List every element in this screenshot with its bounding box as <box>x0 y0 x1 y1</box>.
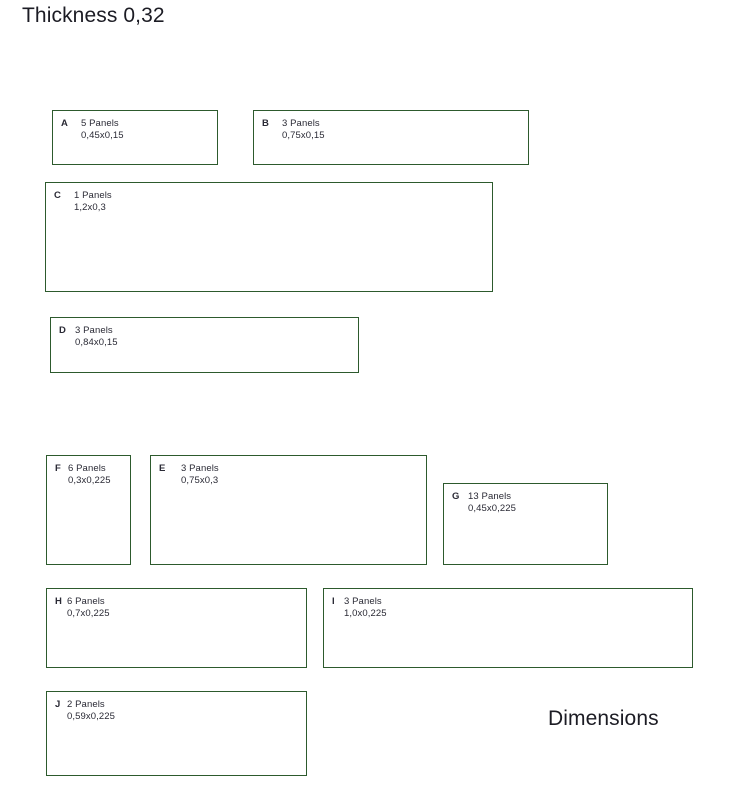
panel-content-a: A 5 Panels 0,45x0,15 <box>53 111 217 164</box>
panel-box-e[interactable]: E 3 Panels 0,75x0,3 <box>150 455 427 565</box>
dimensions-label: Dimensions <box>548 707 659 730</box>
panel-size-h: 0,7x0,225 <box>67 608 110 619</box>
panel-count-c: 1 Panels <box>74 190 112 201</box>
panel-box-a[interactable]: A 5 Panels 0,45x0,15 <box>52 110 218 165</box>
panel-content-e: E 3 Panels 0,75x0,3 <box>151 456 426 564</box>
panel-letter-e: E <box>159 463 166 474</box>
panel-size-e: 0,75x0,3 <box>181 475 219 486</box>
panel-letter-b: B <box>262 118 269 129</box>
panel-box-b[interactable]: B 3 Panels 0,75x0,15 <box>253 110 529 165</box>
panel-content-f: F 6 Panels 0,3x0,225 <box>47 456 130 564</box>
panel-content-j: J 2 Panels 0,59x0,225 <box>47 692 306 775</box>
panel-letter-d: D <box>59 325 66 336</box>
panel-content-d: D 3 Panels 0,84x0,15 <box>51 318 358 372</box>
panel-box-j[interactable]: J 2 Panels 0,59x0,225 <box>46 691 307 776</box>
panel-count-f: 6 Panels <box>68 463 106 474</box>
panel-letter-h: H <box>55 596 62 607</box>
panel-count-i: 3 Panels <box>344 596 382 607</box>
panel-count-b: 3 Panels <box>282 118 320 129</box>
panel-box-c[interactable]: C 1 Panels 1,2x0,3 <box>45 182 493 292</box>
panel-size-i: 1,0x0,225 <box>344 608 387 619</box>
panel-letter-g: G <box>452 491 460 502</box>
panel-size-c: 1,2x0,3 <box>74 202 106 213</box>
panel-box-g[interactable]: G 13 Panels 0,45x0,225 <box>443 483 608 565</box>
panel-letter-c: C <box>54 190 61 201</box>
panel-count-d: 3 Panels <box>75 325 113 336</box>
page-title: Thickness 0,32 <box>22 4 165 27</box>
panel-count-h: 6 Panels <box>67 596 105 607</box>
panel-letter-a: A <box>61 118 68 129</box>
panel-content-i: I 3 Panels 1,0x0,225 <box>324 589 692 667</box>
panel-box-f[interactable]: F 6 Panels 0,3x0,225 <box>46 455 131 565</box>
panel-box-i[interactable]: I 3 Panels 1,0x0,225 <box>323 588 693 668</box>
panel-size-j: 0,59x0,225 <box>67 711 116 722</box>
panel-count-g: 13 Panels <box>468 491 512 502</box>
panel-size-d: 0,84x0,15 <box>75 337 118 348</box>
panel-size-f: 0,3x0,225 <box>68 475 111 486</box>
panel-letter-j: J <box>55 699 61 710</box>
panel-content-c: C 1 Panels 1,2x0,3 <box>46 183 492 291</box>
panel-content-b: B 3 Panels 0,75x0,15 <box>254 111 528 164</box>
panel-box-h[interactable]: H 6 Panels 0,7x0,225 <box>46 588 307 668</box>
panel-content-g: G 13 Panels 0,45x0,225 <box>444 484 607 564</box>
panel-count-a: 5 Panels <box>81 118 119 129</box>
panel-size-g: 0,45x0,225 <box>468 503 517 514</box>
panel-letter-i: I <box>332 596 335 607</box>
panel-size-b: 0,75x0,15 <box>282 130 325 141</box>
panel-box-d[interactable]: D 3 Panels 0,84x0,15 <box>50 317 359 373</box>
panel-count-e: 3 Panels <box>181 463 219 474</box>
panel-content-h: H 6 Panels 0,7x0,225 <box>47 589 306 667</box>
panel-letter-f: F <box>55 463 61 474</box>
panel-size-a: 0,45x0,15 <box>81 130 124 141</box>
panel-count-j: 2 Panels <box>67 699 105 710</box>
